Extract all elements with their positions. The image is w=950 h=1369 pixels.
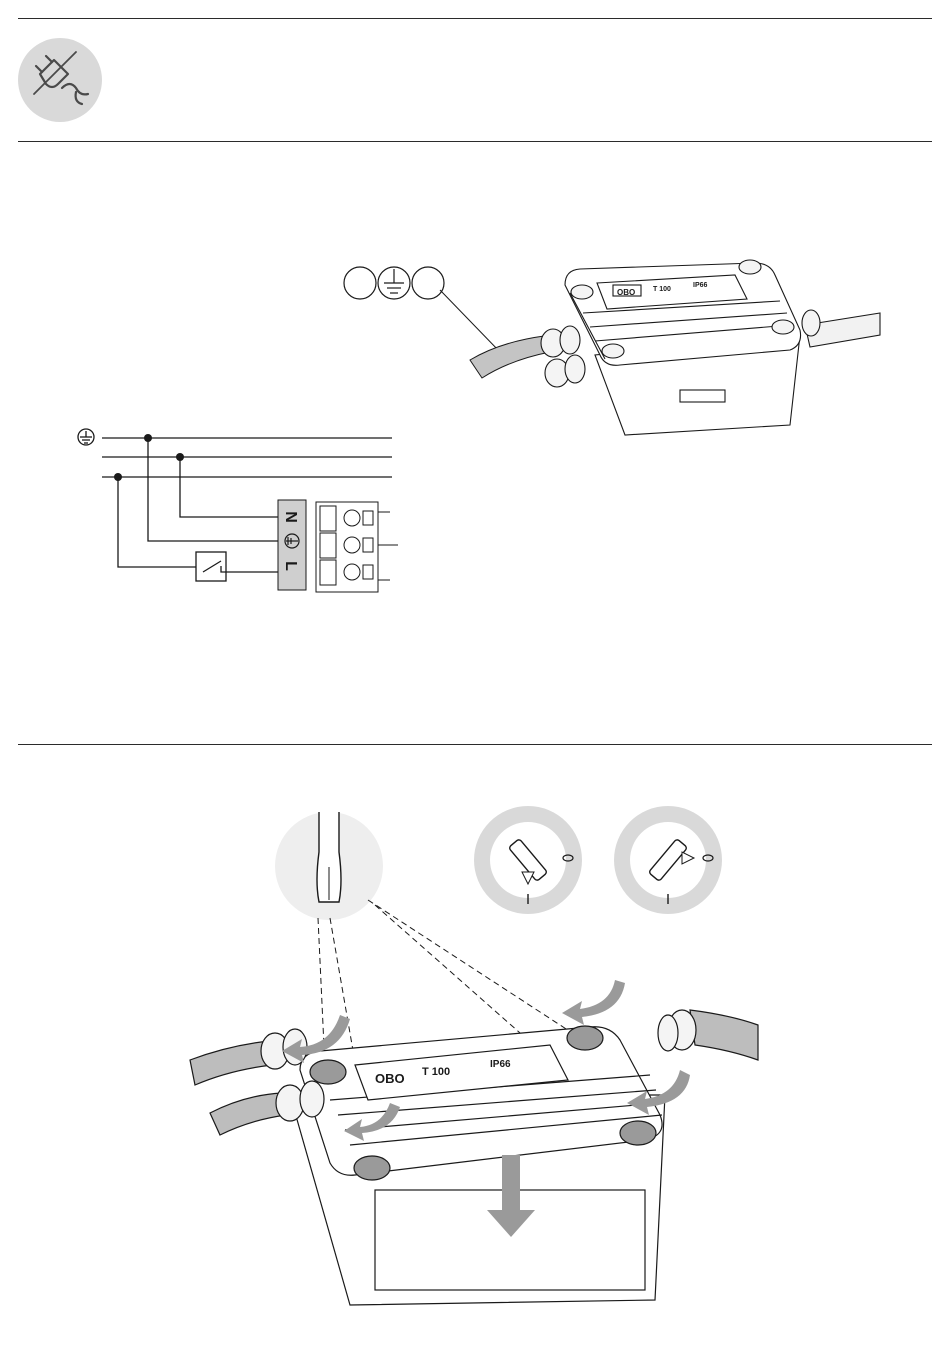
junction-box-opening-illustration: OBO T 100 IP66 xyxy=(190,975,770,1315)
brand-label: OBO xyxy=(375,1071,405,1086)
rating-label: IP66 xyxy=(490,1059,511,1070)
model-label: T 100 xyxy=(422,1066,450,1078)
